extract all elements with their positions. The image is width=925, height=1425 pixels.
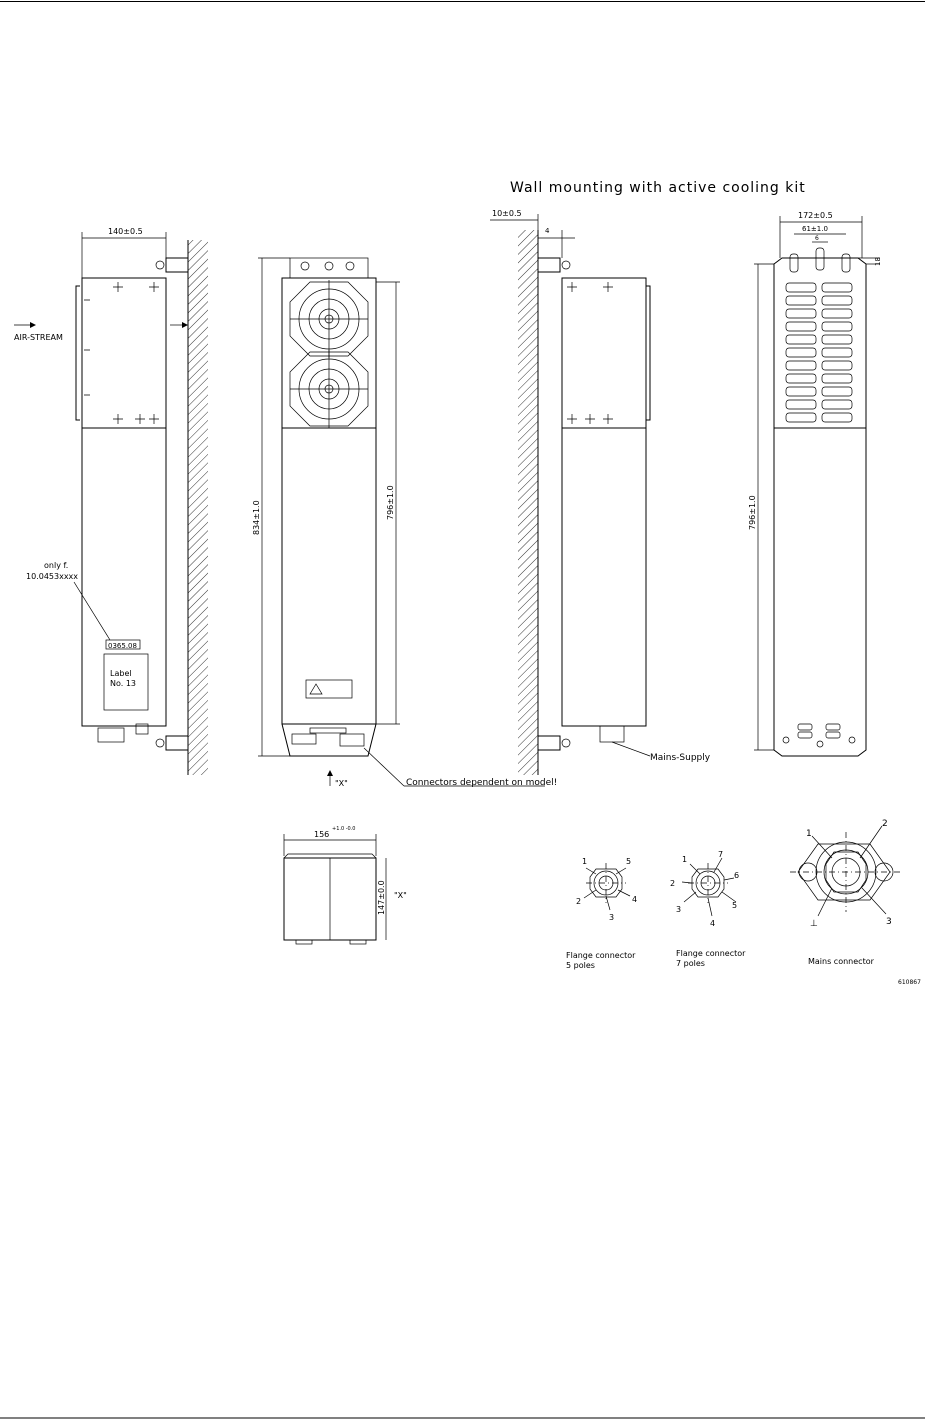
label-line1: Label (110, 669, 132, 678)
viewx-dim-height: 147±0.0 (377, 880, 386, 915)
connector-5-pole: 1 5 2 4 3 Flange connector 5 poles (566, 857, 637, 970)
c7-pin-5: 5 (732, 901, 737, 910)
left-dim-top: 140±0.5 (108, 227, 143, 236)
airstream-label: AIR-STREAM (14, 333, 63, 342)
mains-pin-1: 1 (806, 829, 812, 839)
right-dim-top: 10±0.5 (492, 209, 522, 218)
label-plate (103, 653, 149, 711)
drawing-title: Wall mounting with active cooling kit (510, 180, 806, 196)
viewx-mark: "X" (394, 891, 407, 900)
drive-body-left (81, 427, 167, 727)
wall-hatch-right (518, 230, 538, 775)
front-view-mark: "X" (335, 779, 348, 788)
c7-pin-2: 2 (670, 879, 675, 888)
fan-bottom (289, 350, 369, 428)
c5-caption-1: Flange connector (566, 951, 636, 960)
c7-pin-1: 1 (682, 855, 687, 864)
drive-front (281, 427, 377, 725)
fan-top (289, 280, 369, 358)
front-dim-inner: 796±1.0 (386, 485, 395, 520)
c5-pin-5: 5 (626, 857, 631, 866)
warning-label (305, 679, 353, 699)
back-dim-right: 18 (874, 257, 882, 266)
c5-pin-1: 1 (582, 857, 587, 866)
back-plate (773, 257, 867, 757)
c7-pin-7: 7 (718, 850, 723, 859)
c5-pin-2: 2 (576, 897, 581, 906)
c5-pin-4: 4 (632, 895, 637, 904)
c7-caption-2: 7 poles (676, 959, 705, 968)
viewx-dim-width-tol: +1.0 -0.0 (332, 826, 356, 832)
right-side-view: 10±0.5 4 Mains-Supply (490, 209, 711, 775)
mains-caption: Mains connector (808, 957, 875, 966)
c7-pin-6: 6 (734, 871, 739, 880)
cooling-kit-side-right (561, 277, 647, 429)
c7-caption-1: Flange connector (676, 949, 746, 958)
c5-caption-2: 5 poles (566, 961, 595, 970)
right-dim-small: 4 (545, 227, 550, 235)
view-x: 156 +1.0 -0.0 147±0.0 "X" (283, 826, 407, 945)
c7-pin-3: 3 (676, 905, 681, 914)
back-dim-inner: 61±1.0 (802, 225, 828, 233)
left-side-view: 140±0.5 AIR-STREAM only f. 10.0453xxxx 0… (14, 227, 208, 775)
c5-pin-3: 3 (609, 913, 614, 922)
left-note-line2: 10.0453xxxx (26, 572, 78, 581)
left-note-line1: only f. (44, 561, 68, 570)
mains-pin-pe: ⊥ (810, 919, 818, 929)
mains-supply-label: Mains-Supply (650, 753, 711, 763)
mains-pin-2: 2 (882, 819, 888, 829)
c7-pin-4: 4 (710, 919, 715, 928)
connectors-note: Connectors dependent on model! (406, 778, 557, 788)
drawing-number: 610867 (898, 979, 921, 986)
back-dim-height: 796±1.0 (748, 495, 757, 530)
front-view: 834±1.0 796±1.0 "X" Connectors dependent… (252, 257, 557, 788)
back-view: 172±0.5 61±1.0 6 18 796±1.0 (748, 211, 882, 757)
connector-7-pole: 1 7 2 6 3 5 4 Flange connector 7 poles (670, 850, 746, 968)
back-dim-hole: 6 (815, 235, 819, 242)
label-line2: No. 13 (110, 679, 136, 688)
mains-connector: 1 2 ⊥ 3 Mains connector (790, 819, 900, 966)
wall-hatch-left (188, 240, 208, 775)
drive-side-right (561, 427, 647, 727)
cooling-kit-body-left (81, 277, 167, 429)
vent-grid (785, 282, 853, 423)
front-dim-height: 834±1.0 (252, 500, 261, 535)
mains-pin-3: 3 (886, 917, 892, 927)
back-dim-width: 172±0.5 (798, 211, 833, 220)
viewx-dim-width: 156 (314, 830, 329, 839)
left-tag: 0365.08 (108, 642, 137, 650)
